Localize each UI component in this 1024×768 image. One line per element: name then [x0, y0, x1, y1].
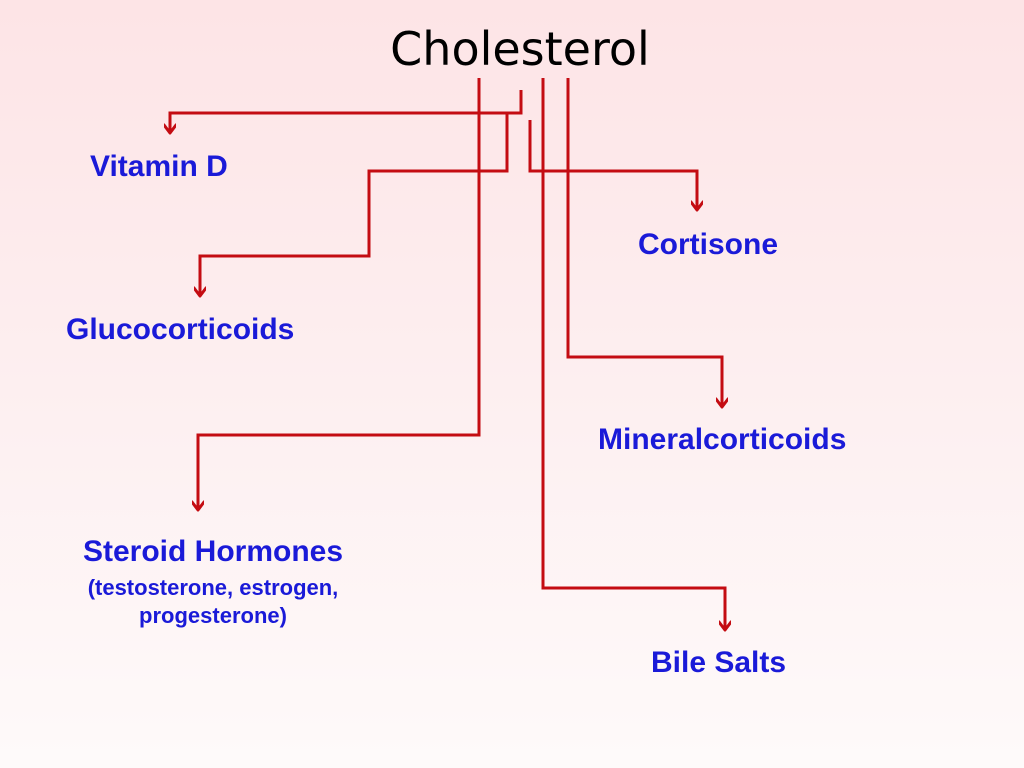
- connector-cortisone: [528, 120, 697, 210]
- label-vitamin-d: Vitamin D: [90, 150, 228, 183]
- label-mineralcorticoids: Mineralcorticoids: [598, 423, 847, 456]
- label-bile-salts: Bile Salts: [651, 646, 787, 679]
- label-steroid-hormones-group: Steroid Hormones (testosterone, estrogen…: [58, 535, 368, 629]
- connector-vitamin-d: [170, 90, 523, 133]
- diagram-title: Cholesterol: [390, 22, 650, 76]
- label-glucocorticoids: Glucocorticoids: [66, 313, 295, 346]
- connector-bile-salts: [541, 78, 725, 630]
- connector-mineralcorticoids: [566, 78, 722, 407]
- label-steroid-hormones: Steroid Hormones: [82, 535, 344, 568]
- connector-steroid-hormones: [198, 78, 481, 510]
- label-cortisone: Cortisone: [638, 228, 779, 261]
- label-steroid-hormones-note-2: progesterone): [139, 603, 287, 628]
- label-steroid-hormones-note-1: (testosterone, estrogen,: [87, 575, 339, 600]
- connector-glucocorticoids: [200, 113, 509, 296]
